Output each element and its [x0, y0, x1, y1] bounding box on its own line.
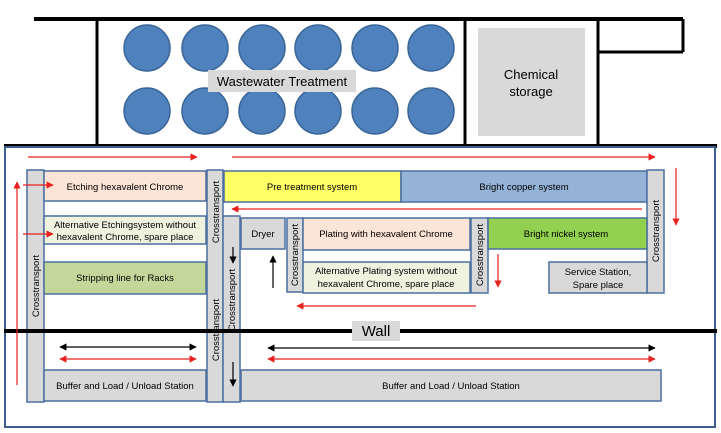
buffer-right-label: Buffer and Load / Unload Station [382, 381, 520, 392]
black-flow-arrows [59, 247, 656, 387]
red-flow-arrows [13, 153, 680, 385]
crosstransport-b-label: Crosstransport [475, 223, 486, 286]
pretreatment-box [223, 170, 402, 203]
alt-plating-label-1: Alternative Plating system without [315, 266, 457, 277]
alt-plating-box [302, 261, 471, 294]
wastewater-label-box [208, 70, 356, 92]
crosstransport-b [470, 217, 489, 294]
pretreatment-label: Pre treatment system [267, 182, 357, 193]
service-station-label-2: Spare place [573, 280, 624, 291]
hall-outline [4, 146, 716, 428]
crosstransport-mid-2-label: Crosstransport [227, 268, 238, 331]
crosstransport-mid-1-label-top: Crosstransport [211, 180, 222, 243]
buffer-left-box [43, 369, 207, 402]
alt-etching-box [43, 215, 207, 245]
alt-etching-label-1: Alternative Etchingsystem without [54, 220, 196, 231]
wastewater-tanks [123, 24, 455, 135]
crosstransport-left-label: Crosstransport [31, 254, 42, 317]
alt-plating-label-2: hexavalent Chrome, spare place [318, 279, 455, 290]
stripping-line-box [43, 261, 207, 295]
alt-etching-label-2: hexavalent Chrome, spare place [57, 232, 194, 243]
bright-nickel-box [487, 217, 648, 250]
etching-cr6-label: Etching hexavalent Chrome [67, 182, 184, 193]
wastewater-label: Wastewater Treatment [217, 74, 348, 89]
bright-copper-box [400, 170, 648, 203]
bright-copper-label: Bright copper system [479, 182, 568, 193]
crosstransport-a-label: Crosstransport [290, 223, 301, 286]
crosstransport-a [286, 217, 304, 293]
chemical-storage-label-2: storage [509, 84, 552, 99]
plating-cr6-label: Plating with hexavalent Chrome [319, 229, 453, 240]
wall-label: Wall [362, 323, 391, 340]
buffer-left-label: Buffer and Load / Unload Station [56, 381, 194, 392]
dryer-label: Dryer [251, 229, 274, 240]
service-station-box [548, 261, 648, 294]
stripping-line-label: Stripping line for Racks [76, 273, 174, 284]
crosstransport-right-label: Crosstransport [651, 199, 662, 262]
chemical-storage-box [478, 28, 585, 136]
service-station-label-1: Service Station, [565, 267, 632, 278]
bright-nickel-label: Bright nickel system [524, 229, 609, 240]
buffer-right-box [240, 369, 662, 402]
plating-cr6-box [302, 217, 471, 251]
wall-label-box [352, 321, 400, 341]
chemical-storage-label-1: Chemical [504, 67, 558, 82]
dryer-box [240, 217, 286, 250]
etching-cr6-box [43, 170, 207, 202]
